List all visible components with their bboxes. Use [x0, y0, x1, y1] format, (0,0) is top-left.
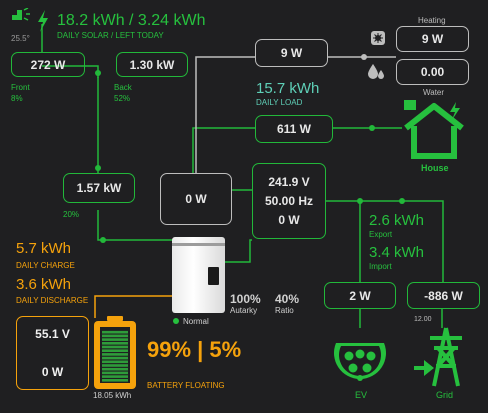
- daily-solar-caption: DAILY SOLAR / LEFT TODAY: [57, 31, 164, 40]
- daily-load-caption: DAILY LOAD: [256, 98, 303, 107]
- battery-cell: [102, 371, 128, 375]
- house-power[interactable]: 611 W: [255, 115, 333, 143]
- ev-charger-icon: [329, 326, 391, 388]
- grid-frequency: 50.00 Hz: [264, 194, 314, 208]
- aux-load-power-value: 9 W: [280, 46, 303, 60]
- battery-soc: 99% | 5%: [147, 337, 242, 362]
- solar-sun-icon: [10, 7, 34, 28]
- daily-charge-label: DAILY CHARGE: [16, 261, 75, 270]
- daily-discharge-label: DAILY DISCHARGE: [16, 296, 89, 305]
- daily-load-value: 15.7 kWh: [256, 80, 320, 97]
- grid-tiny-value: 12.00: [414, 316, 432, 323]
- battery-icon: [92, 316, 138, 392]
- battery-cell: [102, 330, 128, 334]
- inverter-device[interactable]: [172, 237, 225, 313]
- inverter-display: [208, 267, 219, 285]
- heating-power-value: 9 W: [421, 32, 444, 46]
- daily-discharge-value: 3.6 kWh: [16, 276, 72, 293]
- battery-capacity: 18.05 kWh: [93, 391, 132, 400]
- grid-label: Grid: [436, 390, 454, 400]
- battery-cell: [102, 345, 128, 349]
- ev-power[interactable]: 2 W: [324, 282, 396, 309]
- autarky-label: Autarky: [230, 306, 258, 315]
- status-dot: [173, 318, 179, 324]
- daily-charge-value: 5.7 kWh: [16, 240, 72, 257]
- grid-meter[interactable]: 241.9 V 50.00 Hz 0 W: [252, 163, 326, 239]
- front-string-power-value: 272 W: [30, 57, 66, 72]
- water-value-box[interactable]: 0.00: [396, 59, 469, 85]
- water-drop-icon: [367, 62, 385, 80]
- autarky-value: 100%: [230, 292, 261, 306]
- water-value: 0.00: [420, 65, 445, 79]
- grid-import-value: 3.4 kWh: [369, 244, 425, 261]
- battery-cell: [102, 349, 128, 352]
- battery-status: BATTERY FLOATING: [147, 381, 225, 390]
- front-string-label: Front: [11, 83, 30, 92]
- solar-total-power-value: 1.57 kW: [76, 181, 122, 195]
- snowflake-icon: [370, 30, 386, 46]
- front-string-pct: 8%: [11, 94, 23, 103]
- battery-cell: [102, 338, 128, 341]
- heating-power[interactable]: 9 W: [396, 26, 469, 52]
- grid-pylon-icon: [412, 326, 472, 388]
- aux-load-power[interactable]: 9 W: [255, 39, 328, 67]
- daily-solar-value: 18.2 kWh / 3.24 kWh: [57, 12, 206, 29]
- battery-cell: [102, 379, 128, 382]
- grid-export-label: Export: [369, 230, 393, 239]
- battery-cell: [102, 356, 128, 360]
- grid-meter-power: 0 W: [278, 213, 300, 227]
- back-string-label: Back: [114, 83, 132, 92]
- battery-cell: [102, 360, 128, 364]
- battery-cell: [102, 342, 128, 345]
- battery-cell: [102, 353, 128, 356]
- battery-voltage: 55.1 V: [35, 327, 70, 341]
- inverter-stripe: [172, 243, 225, 246]
- grid-export-value: 2.6 kWh: [369, 212, 425, 229]
- battery-power: 0 W: [41, 365, 64, 379]
- front-string-power[interactable]: 272 W: [11, 52, 85, 77]
- ev-label: EV: [355, 390, 368, 400]
- ratio-label: Ratio: [275, 306, 294, 315]
- inverter-power-value: 0 W: [185, 192, 207, 206]
- grid-power-value: -886 W: [424, 288, 463, 303]
- ev-power-value: 2 W: [349, 288, 371, 303]
- battery-cell: [102, 375, 128, 378]
- grid-power[interactable]: -886 W: [407, 282, 480, 309]
- heating-label: Heating: [418, 16, 446, 25]
- back-string-pct: 52%: [114, 94, 131, 103]
- grid-import-label: Import: [369, 262, 392, 271]
- inverter-status: Normal: [183, 317, 209, 326]
- battery-readings[interactable]: 55.1 V 0 W: [16, 316, 89, 390]
- house-icon: [400, 100, 466, 160]
- ratio-value: 40%: [275, 292, 300, 306]
- battery-cell: [102, 364, 128, 367]
- battery-cell: [102, 367, 128, 371]
- house-power-value: 611 W: [276, 122, 312, 136]
- back-string-power[interactable]: 1.30 kW: [116, 52, 188, 77]
- solar-temperature: 25.5°: [11, 34, 30, 43]
- solar-total-power[interactable]: 1.57 kW: [63, 173, 135, 203]
- inverter-power[interactable]: 0 W: [160, 173, 232, 225]
- house-label: House: [421, 163, 449, 173]
- grid-voltage: 241.9 V: [268, 175, 310, 189]
- solar-total-pct: 20%: [63, 210, 80, 219]
- lightning-icon: [36, 10, 50, 32]
- back-string-power-value: 1.30 kW: [129, 57, 175, 72]
- battery-cell: [102, 334, 128, 338]
- water-label: Water: [423, 88, 445, 97]
